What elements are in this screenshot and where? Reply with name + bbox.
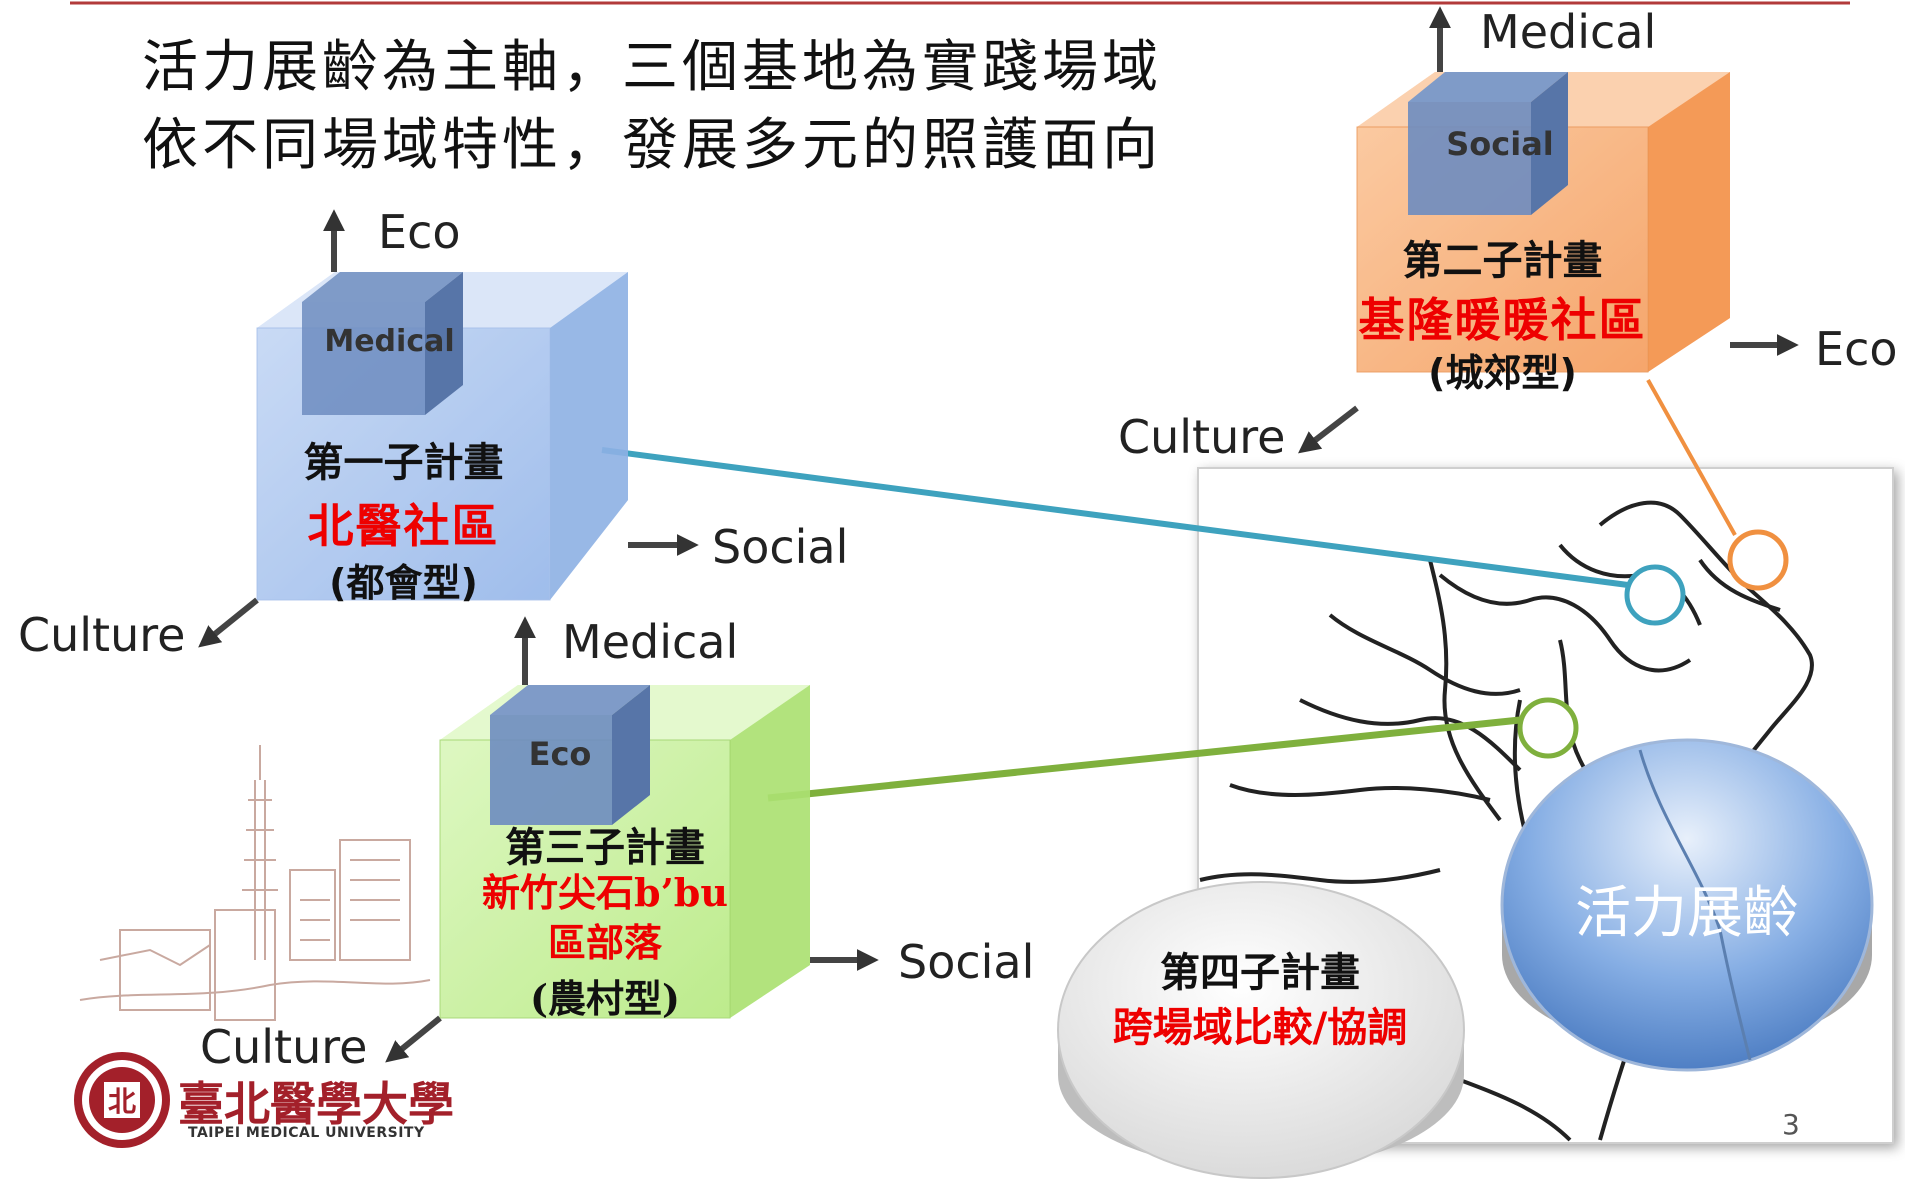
university-name-chinese: 臺北醫學大學 bbox=[178, 1077, 454, 1131]
cube1-inner-label: Medical bbox=[324, 324, 455, 359]
connector-hsinchu bbox=[767, 716, 1521, 802]
cube3-axis-up-label: Medical bbox=[562, 615, 739, 669]
north-medical-marker bbox=[1624, 564, 1686, 626]
cube1-place: 北醫社區 bbox=[307, 499, 500, 553]
svg-text:北: 北 bbox=[108, 1085, 136, 1118]
cube2-plan: 第二子計畫 bbox=[1402, 238, 1603, 284]
cube-subproject2 bbox=[1298, 6, 1799, 454]
page-number: 3 bbox=[1782, 1108, 1800, 1141]
headline-line2: 依不同場域特性，發展多元的照護面向 bbox=[142, 113, 1162, 178]
cube3-place-line2: 區部落 bbox=[547, 921, 662, 965]
cube3-axis-left-label: Culture bbox=[200, 1020, 368, 1074]
cube3-plan: 第三子計畫 bbox=[505, 825, 705, 871]
cube2-place: 基隆暖暖社區 bbox=[1358, 293, 1647, 347]
cube1-axis-up-label: Eco bbox=[378, 205, 461, 259]
cube3-axis-right-label: Social bbox=[898, 935, 1035, 989]
headline-line1: 活力展齡為主軸，三個基地為實踐場域 bbox=[142, 35, 1162, 100]
cube2-axis-up-label: Medical bbox=[1480, 5, 1657, 59]
disc-subproject4 bbox=[1057, 881, 1465, 1179]
cube2-type: (城郊型) bbox=[1428, 351, 1577, 395]
cube-subproject3 bbox=[385, 616, 879, 1063]
cube1-type: (都會型) bbox=[329, 561, 478, 605]
cube1-axis-right-label: Social bbox=[712, 520, 849, 574]
cube2-axis-left-label: Culture bbox=[1118, 410, 1286, 464]
hsinchu-marker bbox=[1517, 697, 1579, 759]
cube2-axis-right-label: Eco bbox=[1815, 322, 1898, 376]
connector-north-medical bbox=[601, 447, 1629, 588]
cube3-inner-label: Eco bbox=[528, 735, 592, 773]
cube3-place-line1: 新竹尖石b’bu bbox=[482, 870, 728, 915]
cube-subproject1 bbox=[198, 209, 699, 648]
connector-keelung bbox=[1646, 379, 1737, 536]
disc-center bbox=[1500, 738, 1874, 1072]
cube1-axis-left-label: Culture bbox=[18, 608, 186, 662]
university-seal-logo: 北 bbox=[74, 1052, 170, 1148]
cube1-plan: 第一子計畫 bbox=[303, 440, 504, 486]
cube3-type: (農村型) bbox=[530, 976, 680, 1021]
disc4-sub: 跨場域比較/協調 bbox=[1112, 1005, 1408, 1051]
university-name-english: TAIPEI MEDICAL UNIVERSITY bbox=[188, 1125, 425, 1141]
center-disc-label: 活力展齡 bbox=[1575, 881, 1799, 946]
keelung-marker bbox=[1727, 529, 1789, 591]
disc4-plan: 第四子計畫 bbox=[1160, 950, 1360, 996]
skyline-sketch bbox=[79, 745, 431, 1021]
cube2-inner-label: Social bbox=[1446, 125, 1554, 163]
